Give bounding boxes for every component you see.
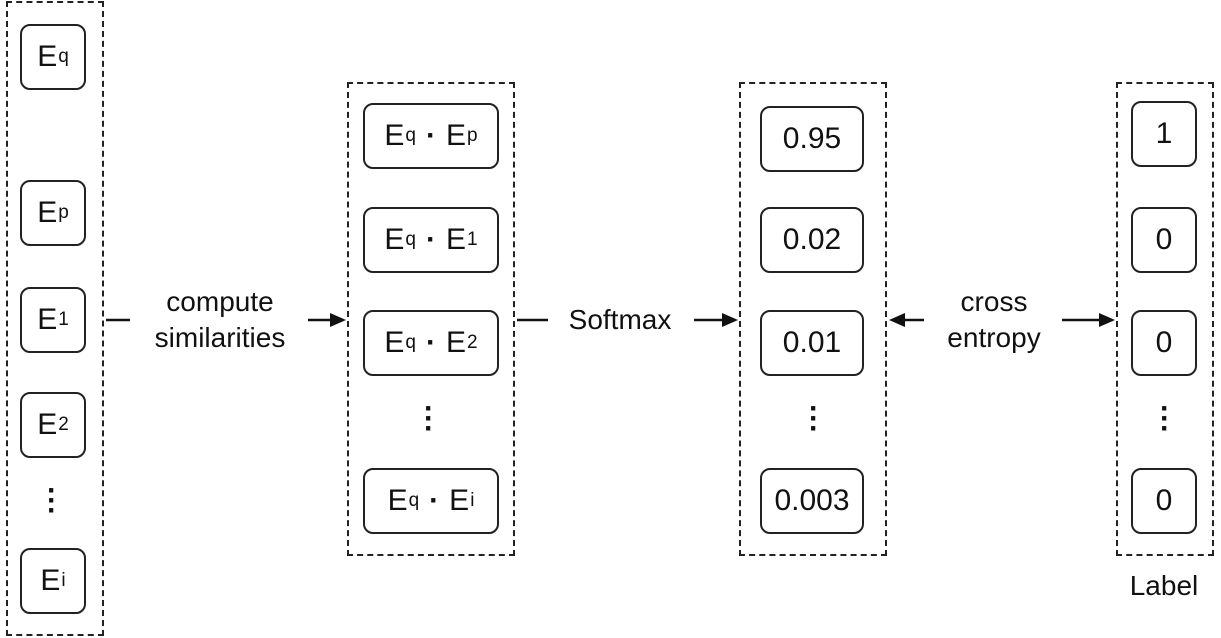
sim-b-sub: p — [467, 125, 478, 146]
softmax-label: Softmax — [568, 304, 672, 335]
dot-operator: · — [426, 119, 436, 152]
vertical-ellipsis: ··· — [809, 392, 819, 445]
embedding-sub: 2 — [58, 414, 69, 435]
embedding-query-base: E — [37, 40, 58, 73]
arrowhead-left-icon — [889, 313, 905, 327]
probability-box: 0.02 — [760, 207, 864, 273]
probability-box: 0.003 — [760, 468, 864, 534]
embedding-base: E — [37, 196, 58, 229]
sim-b: E — [446, 119, 467, 152]
embedding-sub: i — [61, 570, 66, 591]
sim-a: E — [384, 326, 405, 359]
cross-entropy-label: cross entropy — [920, 284, 1068, 356]
sim-a-sub: q — [405, 332, 416, 353]
sim-b-sub: 2 — [467, 332, 478, 353]
label-box: 1 — [1131, 101, 1197, 167]
label-caption: Label — [1129, 570, 1199, 601]
sim-a: E — [384, 223, 405, 256]
embedding-query-sub: q — [58, 46, 69, 67]
cross-line2: entropy — [947, 322, 1041, 353]
embeddings-group — [6, 1, 104, 636]
cross-line1: cross — [960, 286, 1028, 317]
embedding-base: E — [40, 564, 61, 597]
vertical-ellipsis: ··· — [47, 474, 57, 527]
vertical-ellipsis: ··· — [424, 392, 434, 445]
sim-a: E — [384, 119, 405, 152]
vertical-ellipsis: ··· — [1160, 392, 1170, 445]
compute-line2: similarities — [154, 322, 286, 353]
compute-similarities-label: compute similarities — [130, 284, 310, 356]
labels-group — [1116, 82, 1214, 556]
sim-b: E — [446, 223, 467, 256]
sim-a-sub: q — [408, 490, 420, 511]
embedding-base: E — [37, 408, 58, 441]
embedding-sub: p — [58, 202, 69, 223]
sim-b: E — [449, 484, 470, 517]
sim-a-sub: q — [405, 125, 416, 146]
similarities-group — [347, 82, 515, 556]
arrowhead-right-icon — [330, 313, 346, 327]
arrowhead-right-icon — [1099, 313, 1115, 327]
sim-b-sub: i — [470, 490, 475, 511]
embedding-base: E — [37, 303, 58, 336]
probabilities-group — [739, 82, 887, 556]
label-box: 0 — [1131, 310, 1197, 376]
dot-operator: · — [426, 223, 436, 256]
probability-box: 0.01 — [760, 310, 864, 376]
dot-operator: · — [426, 326, 436, 359]
sim-a: E — [387, 484, 408, 517]
embedding-sub: 1 — [58, 309, 69, 330]
dot-operator: · — [429, 484, 440, 517]
label-box: 0 — [1131, 207, 1197, 273]
label-box: 0 — [1131, 468, 1197, 534]
sim-b-sub: 1 — [467, 229, 478, 250]
compute-line1: compute — [166, 286, 274, 317]
sim-b: E — [446, 326, 467, 359]
sim-a-sub: q — [405, 229, 416, 250]
arrowhead-right-icon — [722, 313, 738, 327]
probability-box: 0.95 — [760, 106, 864, 172]
